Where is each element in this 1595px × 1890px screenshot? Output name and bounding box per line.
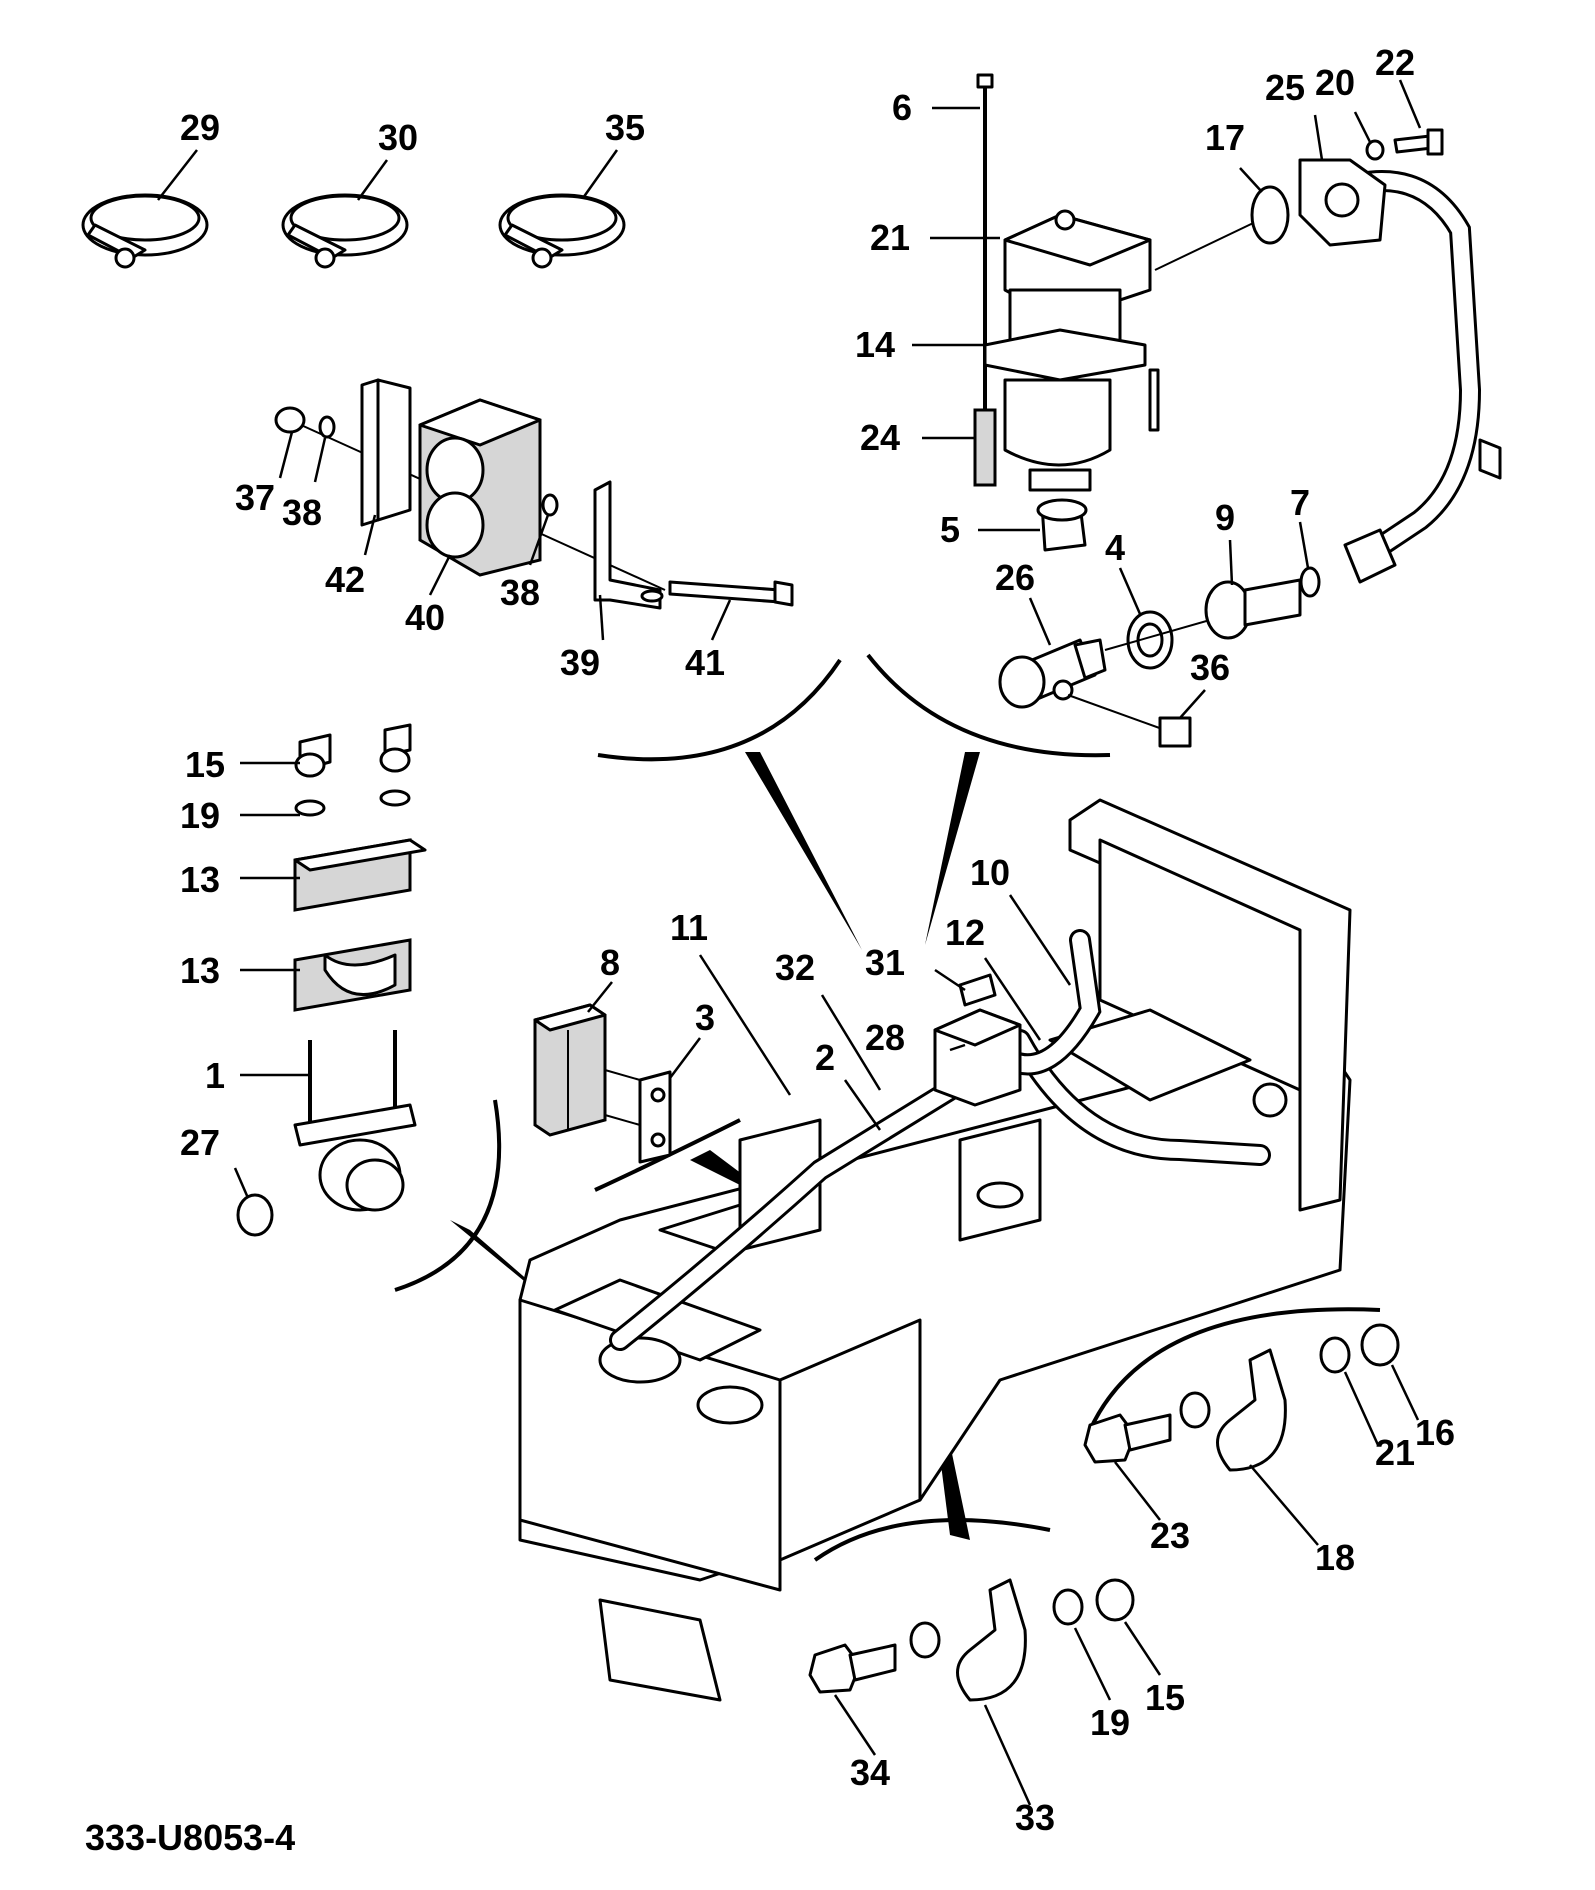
callout-6: 6 (892, 87, 912, 128)
callout-38: 38 (282, 492, 322, 533)
callout-14: 14 (855, 324, 895, 365)
callout-15: 15 (1145, 1677, 1185, 1718)
callout-39: 39 (560, 642, 600, 683)
callout-8: 8 (600, 942, 620, 983)
leader-lines-clamps (157, 149, 619, 201)
callout-32: 32 (775, 947, 815, 988)
callout-19: 19 (1090, 1702, 1130, 1743)
callout-24: 24 (860, 417, 900, 458)
clamp-assembly (236, 723, 427, 1237)
leader-lines-blocks (587, 981, 701, 1079)
callout-16: 16 (1415, 1412, 1455, 1453)
callout-36: 36 (1190, 647, 1230, 688)
callout-29: 29 (180, 107, 220, 148)
callout-10: 10 (970, 852, 1010, 893)
callout-11: 11 (670, 907, 708, 948)
callout-4: 4 (1105, 527, 1125, 568)
callout-18: 18 (1315, 1537, 1355, 1578)
hose-clamp-29 (81, 193, 209, 269)
callout-41: 41 (685, 642, 725, 683)
leader-lines-frame (698, 894, 1072, 1131)
callout-13: 13 (180, 859, 220, 900)
callout-2: 2 (815, 1037, 835, 1078)
callout-40: 40 (405, 597, 445, 638)
drawing-number: 333-U8053-4 (85, 1817, 295, 1858)
callout-19: 19 (180, 795, 220, 836)
machine-frame (518, 798, 1352, 1702)
callout-33: 33 (1015, 1797, 1055, 1838)
callout-7: 7 (1290, 482, 1310, 523)
callout-31: 31 (865, 942, 905, 983)
callout-1: 1 (205, 1055, 225, 1096)
callout-25: 25 (1265, 67, 1305, 108)
callout-23: 23 (1150, 1515, 1190, 1556)
callout-27: 27 (180, 1122, 220, 1163)
filter-assembly (973, 73, 1271, 552)
callout-30: 30 (378, 117, 418, 158)
leader-lines-clamp (233, 761, 310, 1199)
leader-lines-block (278, 431, 732, 641)
callout-17: 17 (1205, 117, 1245, 158)
callout-38: 38 (500, 572, 540, 613)
callout-37: 37 (235, 477, 275, 518)
callout-labels: 29 30 35 6 21 14 24 5 25 20 22 17 4 9 7 … (180, 42, 1455, 1838)
leader-lines-bottom (833, 1621, 1162, 1806)
callout-26: 26 (995, 557, 1035, 598)
frame-hoses (609, 929, 1271, 1351)
hose-clamp-35 (498, 193, 626, 269)
leader-lines-right (1114, 1364, 1420, 1546)
callout-21: 21 (1375, 1432, 1415, 1473)
callout-34: 34 (850, 1752, 890, 1793)
mounting-block-assembly (274, 378, 794, 610)
callout-28: 28 (865, 1017, 905, 1058)
callout-13: 13 (180, 950, 220, 991)
callout-42: 42 (325, 559, 365, 600)
callout-9: 9 (1215, 497, 1235, 538)
hose-clamp-30 (281, 193, 409, 269)
callout-22: 22 (1375, 42, 1415, 83)
p-clip-assembly-right (1083, 1323, 1400, 1472)
valve-assembly (998, 566, 1321, 748)
callout-21: 21 (870, 217, 910, 258)
leader-lines-filter (912, 79, 1422, 719)
block-bracket-assembly (533, 1003, 672, 1164)
p-clip-assembly-bottom (808, 1578, 1135, 1702)
callout-20: 20 (1315, 62, 1355, 103)
callout-15: 15 (185, 744, 225, 785)
callout-35: 35 (605, 107, 645, 148)
callout-5: 5 (940, 509, 960, 550)
flange-pipe-assembly (1250, 128, 1502, 584)
callout-12: 12 (945, 912, 985, 953)
filter-on-frame (933, 973, 1022, 1107)
callout-3: 3 (695, 997, 715, 1038)
